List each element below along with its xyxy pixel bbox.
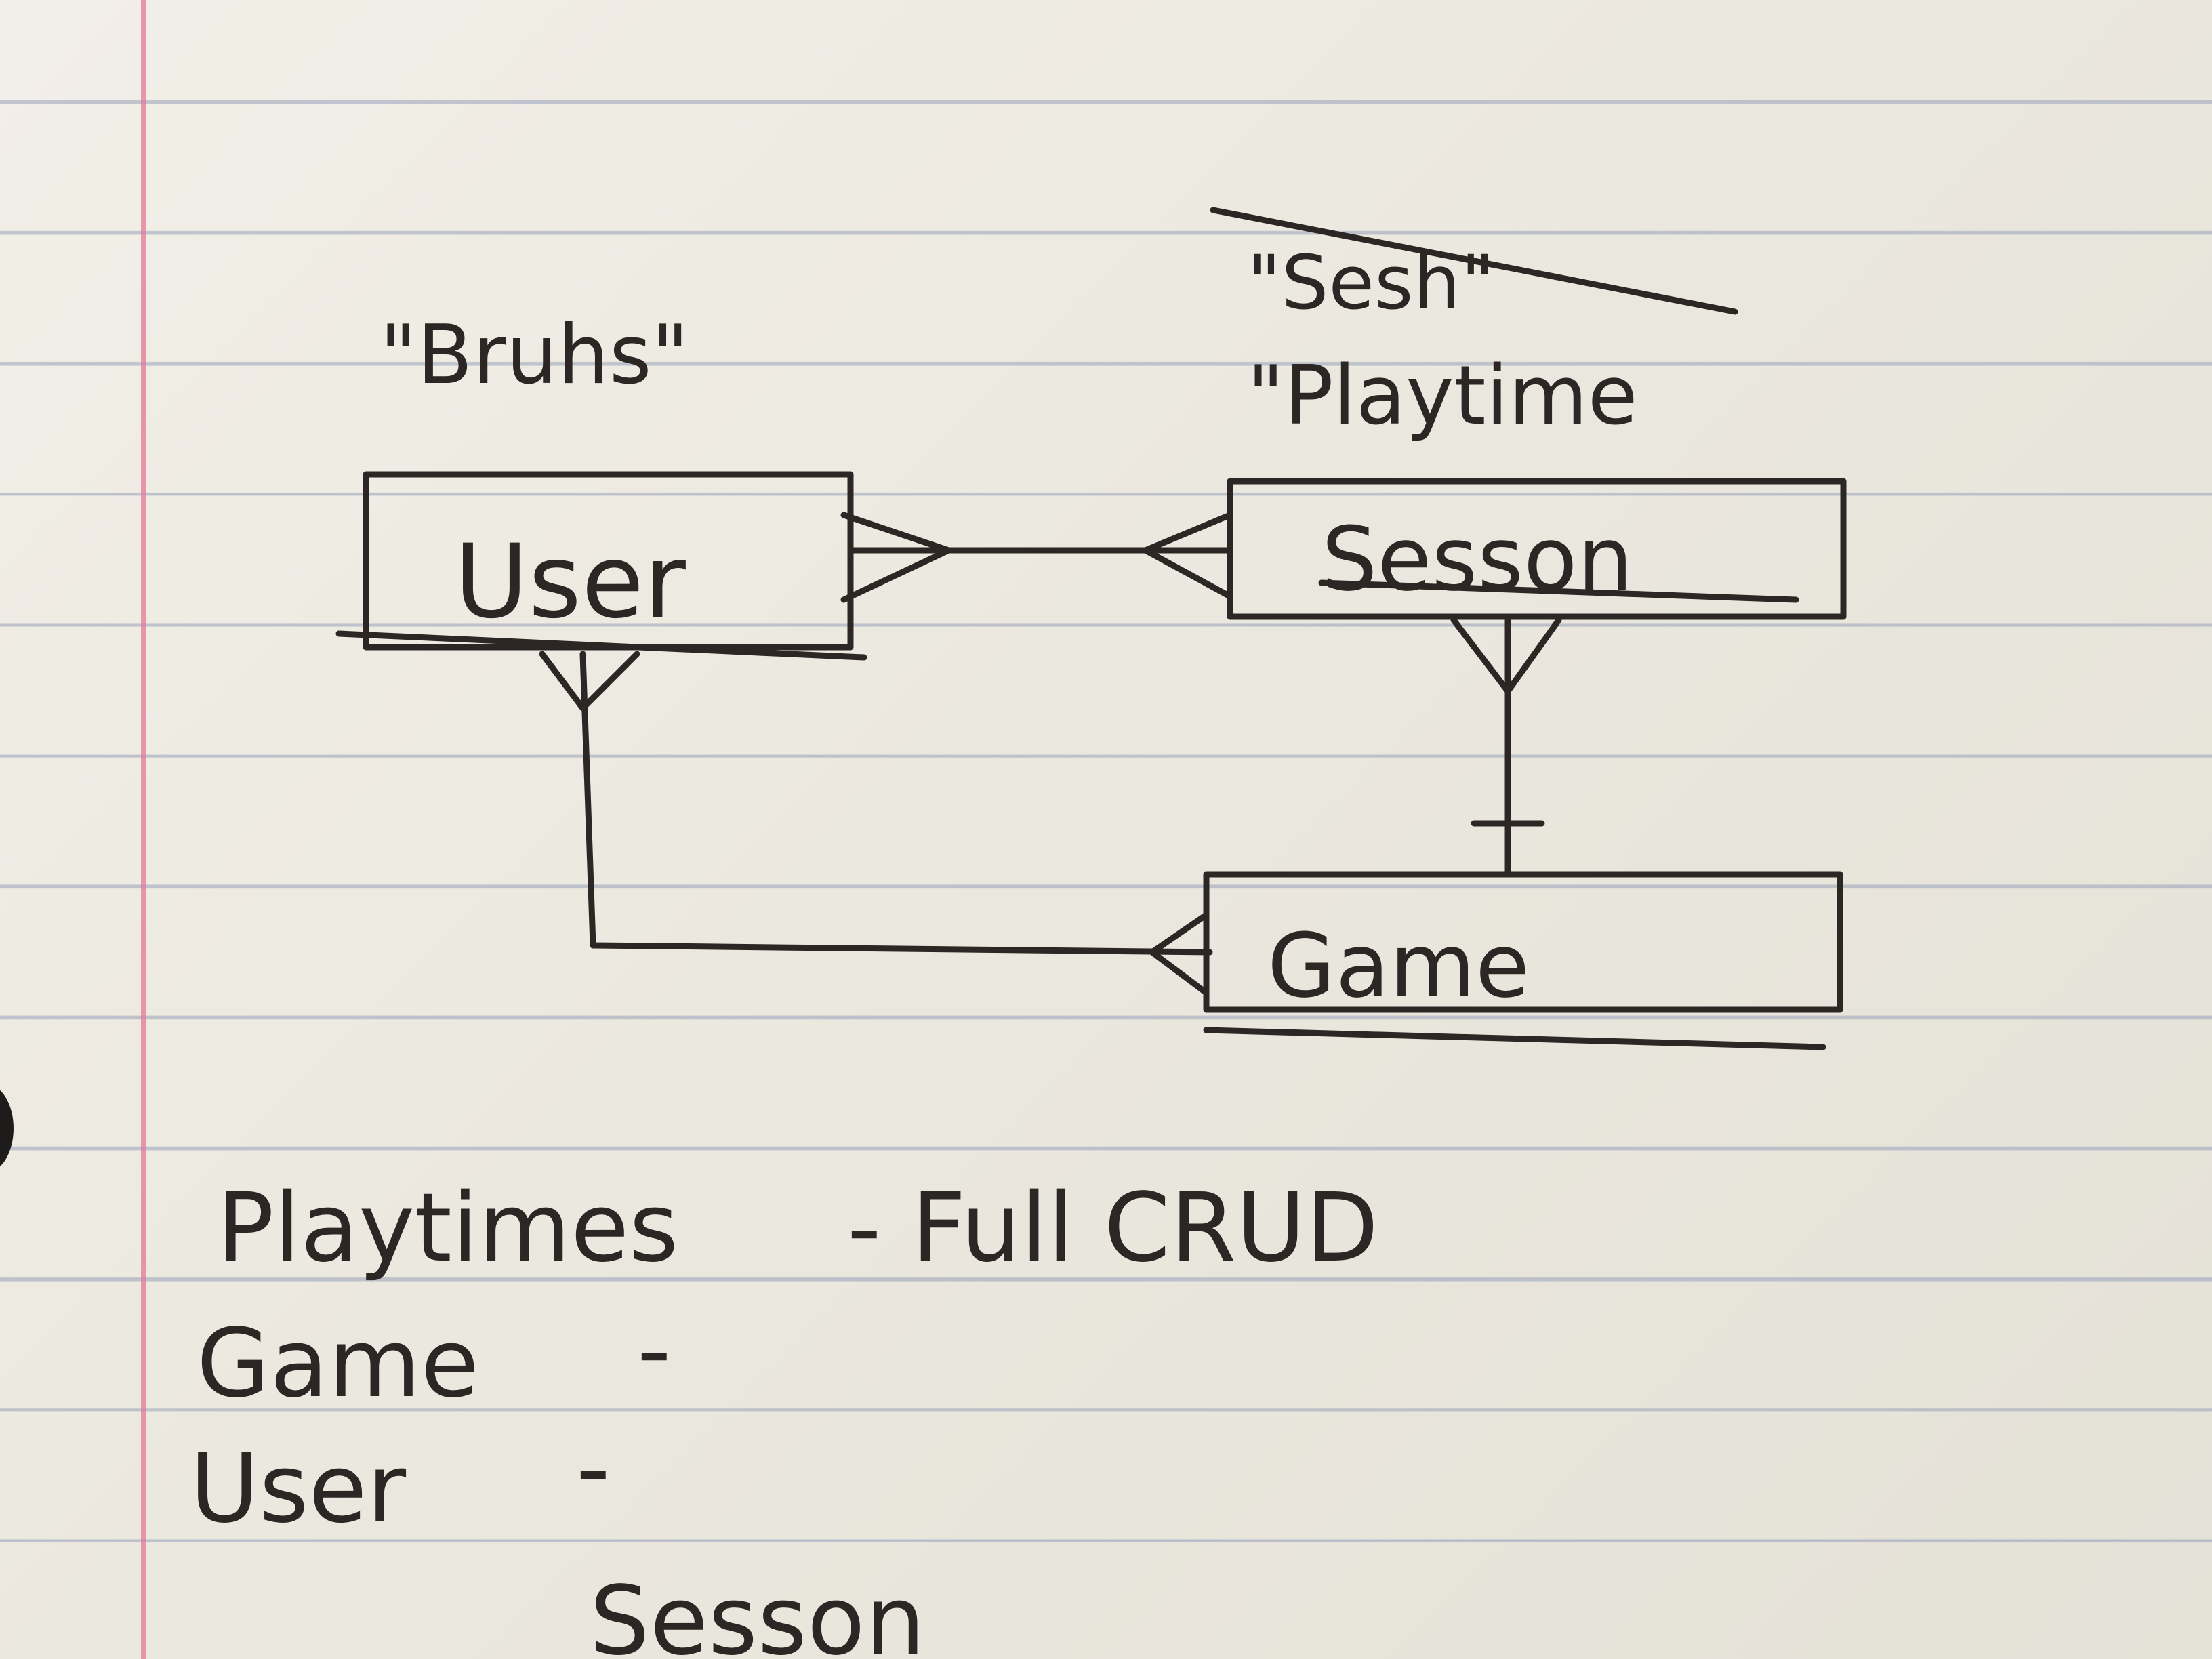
game-entity-label: Game (1267, 914, 1530, 1017)
session-game-crowfoot (1450, 617, 1562, 695)
user-crowfoot (840, 512, 952, 603)
note-text-session: Sesson (590, 1566, 925, 1659)
user-alias-label: "Bruhs" (380, 308, 689, 403)
game-crowfoot (1149, 912, 1210, 996)
note-text-playtimes: - Full CRUD (847, 1173, 1378, 1284)
user-entity-label: User (454, 523, 686, 641)
relationship-session-game (1450, 613, 1562, 878)
game-entity-box (1203, 871, 1843, 1013)
session-alias-label: "Playtime (1247, 349, 1638, 443)
game-entity: Game (1203, 871, 1843, 1050)
user-entity: User (335, 471, 867, 661)
user-game-line (579, 651, 1213, 956)
relationship-user-game (539, 651, 1213, 996)
session-crowfoot (1142, 512, 1233, 600)
session-entity-box (1227, 478, 1847, 620)
note-label-user: User (190, 1434, 407, 1544)
note-label-game: Game (197, 1309, 479, 1419)
user-underline (335, 630, 867, 661)
note-text-game: - (637, 1295, 672, 1406)
notes-section: Playtimes - Full CRUD Game - User - Sess… (190, 1173, 1378, 1659)
alias-strikethrough (1210, 207, 1738, 315)
crossed-alias-label: "Sesh" (1247, 239, 1495, 326)
margin-line (141, 0, 146, 1659)
user-game-crowfoot (539, 651, 640, 712)
relationship-user-session (840, 512, 1233, 603)
game-underline (1203, 1027, 1826, 1050)
session-strikethrough (1318, 579, 1799, 603)
session-entity: Sesson (1227, 478, 1847, 620)
note-text-user: - (576, 1414, 611, 1524)
note-label-playtimes: Playtimes (217, 1173, 678, 1284)
crossed-alias-group: "Sesh" (1210, 207, 1738, 326)
